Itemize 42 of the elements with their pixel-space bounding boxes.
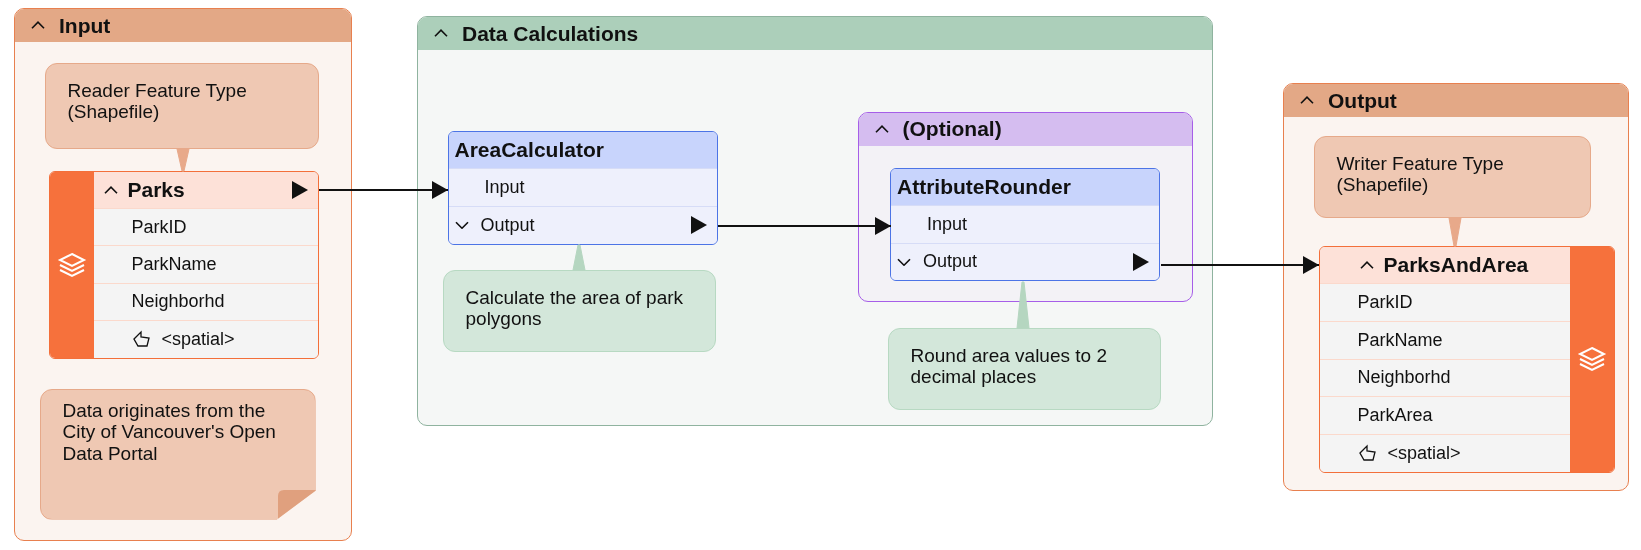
annotation-callout: Writer Feature Type (Shapefile) [1313,135,1591,218]
attribute-name: ParkName [131,254,217,275]
annotation-callout: Calculate the area of park polygons [442,269,716,352]
transformer-name: AreaCalculator [454,137,604,162]
transformer-box [447,130,718,245]
attribute-name: ParkID [131,216,187,238]
group-frame [417,16,1213,426]
annotation-callout: Round area values to 2 decimal places [887,327,1161,410]
table-name: Parks [127,177,185,202]
group-title: (Optional) [902,117,1002,141]
group-title: Input [59,13,111,38]
callout-tail [1016,281,1030,329]
port-name: Input [484,177,525,198]
group-frame [14,8,352,541]
attribute-name: ParkName [1357,329,1443,351]
connector-arrow [717,217,892,235]
attribute-name: <spatial> [1387,442,1461,464]
group-title: Data Calculations [462,21,639,46]
sticky-note [39,388,316,520]
transformer-name: AttributeRounder [897,175,1071,200]
callout-tail [176,148,190,172]
attribute-name: ParkArea [1357,405,1433,426]
connector-arrow [318,181,449,199]
callout-tail [1448,217,1462,247]
port-name: Output [480,214,535,236]
attribute-name: <spatial> [161,328,235,350]
transformer-box [890,168,1160,281]
attribute-name: ParkID [1357,292,1413,313]
feature-type-table [48,170,319,359]
callout-tail [572,244,586,271]
group-frame [857,111,1193,302]
feature-type-table [1318,245,1615,473]
connector-arrow [1160,256,1320,274]
port-name: Input [927,214,968,235]
port-name: Output [923,251,978,273]
attribute-name: Neighborhd [131,291,225,313]
group-title: Output [1328,88,1397,113]
table-name: ParksAndArea [1383,252,1529,277]
note-text: Data originates from the City of Vancouver's Open Data Portal [62,399,277,466]
attribute-name: Neighborhd [1357,367,1451,389]
annotation-callout: Reader Feature Type (Shapefile) [44,62,319,149]
group-frame [1283,83,1629,491]
